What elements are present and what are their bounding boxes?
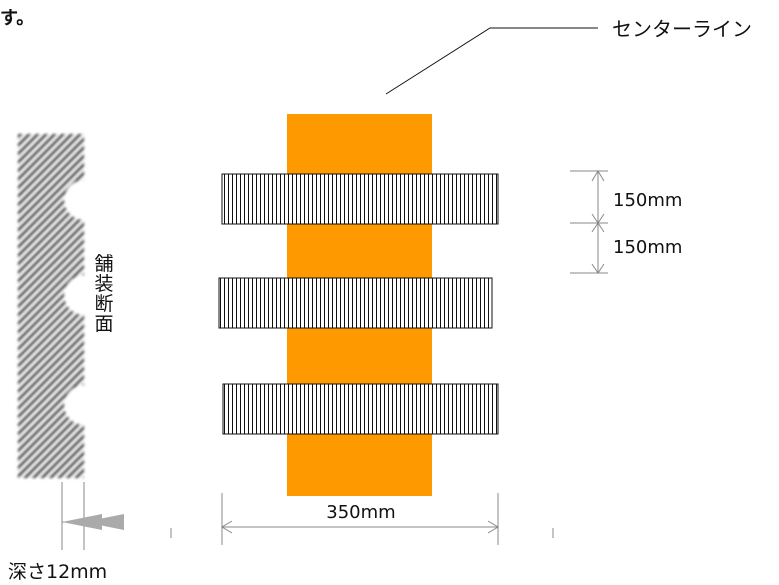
centerline-label: センターライン: [612, 17, 752, 41]
intro-text-fragment: す。: [0, 8, 34, 29]
centerline-leader-line: [385, 27, 598, 95]
spacing-top-label: 150mm: [613, 190, 682, 211]
spacing-dimension: [570, 170, 608, 274]
rumble-bar-bottom: [222, 383, 499, 435]
spacing-bottom-label: 150mm: [613, 237, 682, 258]
section-label: 舗装断面: [94, 253, 113, 335]
section-label-char: 装: [94, 273, 113, 295]
depth-arrow-left: [62, 514, 102, 530]
section-label-char: 面: [94, 313, 113, 335]
pavement-cross-section: [18, 134, 84, 478]
width-dimension: [170, 493, 554, 545]
rumble-bar-top: [221, 173, 499, 225]
depth-label: 深さ12mm: [8, 561, 107, 583]
rumble-bar-middle: [218, 277, 493, 329]
width-label: 350mm: [326, 502, 395, 523]
depth-arrow-right: [84, 514, 124, 530]
section-label-char: 舗: [94, 253, 113, 275]
section-label-char: 断: [94, 293, 113, 315]
